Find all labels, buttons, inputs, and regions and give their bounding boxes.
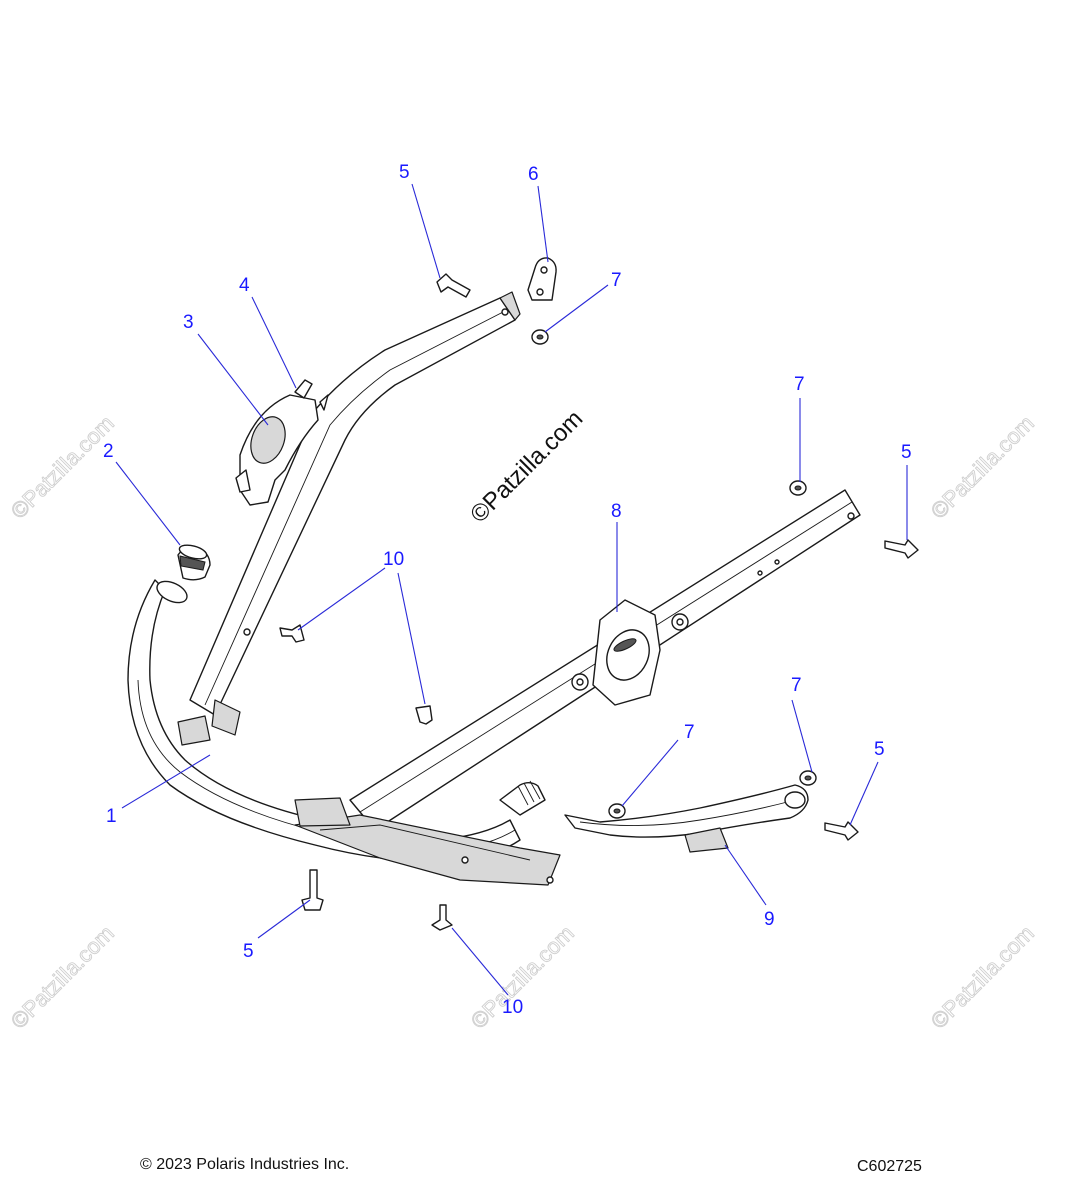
mount-plate-part xyxy=(571,599,689,706)
diagram-code: C602725 xyxy=(857,1158,922,1175)
rivet-part-middle xyxy=(415,705,433,725)
watermark-bottom-left: ©Patzilla.com xyxy=(6,921,119,1034)
callout-9: 9 xyxy=(764,909,775,930)
callout-10-lower: 10 xyxy=(502,997,523,1018)
clamp-bracket-part xyxy=(235,379,329,506)
nut-part-right xyxy=(789,480,807,496)
bolt-part-top xyxy=(436,273,471,298)
callout-labels: 1 2 3 4 5 6 7 7 5 8 10 7 7 5 9 5 10 xyxy=(103,162,912,1018)
callout-2: 2 xyxy=(103,441,114,462)
bumper-frame-part xyxy=(127,291,861,886)
callout-7-right: 7 xyxy=(794,374,805,395)
rivet-part-lower xyxy=(431,904,453,931)
nut-part-top xyxy=(531,329,549,345)
watermark-center: ©Patzilla.com xyxy=(465,405,588,528)
watermark-right: ©Patzilla.com xyxy=(926,411,1039,524)
callout-5-top: 5 xyxy=(399,162,410,183)
bolt-part-right xyxy=(884,539,919,559)
callout-5-right: 5 xyxy=(901,442,912,463)
callout-1: 1 xyxy=(106,806,117,827)
cap-part xyxy=(177,544,211,581)
nut-part-bottom-middle xyxy=(608,803,626,819)
nut-part-bottom-right xyxy=(799,770,817,786)
callout-7-bottom-right: 7 xyxy=(791,675,802,696)
bolt-part-bottom-left xyxy=(301,869,324,911)
rivet-part-upper xyxy=(279,624,305,643)
callout-8: 8 xyxy=(611,501,622,522)
support-bracket-part xyxy=(564,784,809,853)
callout-5-bottom-right: 5 xyxy=(874,739,885,760)
small-bracket-part xyxy=(527,257,557,301)
callout-10-upper: 10 xyxy=(383,549,404,570)
callout-6: 6 xyxy=(528,164,539,185)
watermark-left: ©Patzilla.com xyxy=(6,411,119,524)
callout-5-bottom-left: 5 xyxy=(243,941,254,962)
copyright-text: © 2023 Polaris Industries Inc. xyxy=(140,1156,350,1173)
bolt-part-bottom-right xyxy=(824,821,859,841)
callout-7-top: 7 xyxy=(611,270,622,291)
callout-4: 4 xyxy=(239,275,250,296)
callout-7-bottom-middle: 7 xyxy=(684,722,695,743)
callout-3: 3 xyxy=(183,312,194,333)
leader-lines xyxy=(115,183,908,996)
watermark-bottom-right: ©Patzilla.com xyxy=(926,921,1039,1034)
